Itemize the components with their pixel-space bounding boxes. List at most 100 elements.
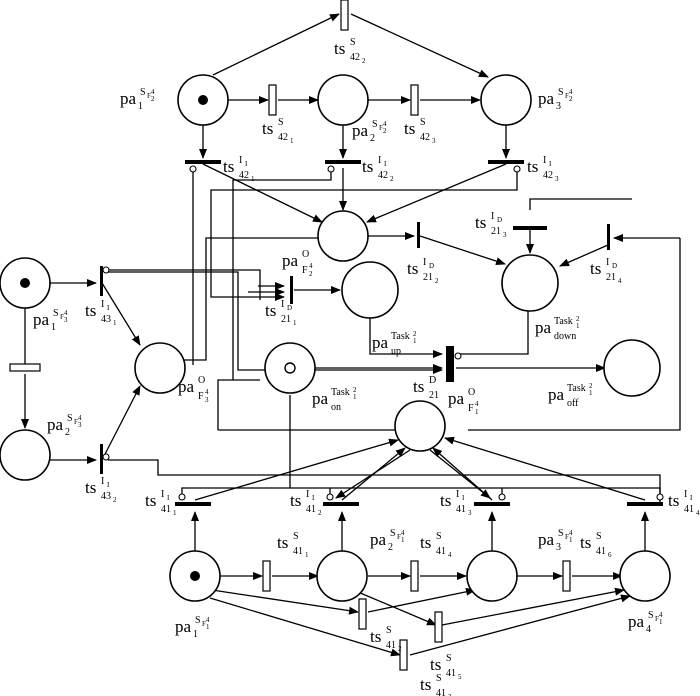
pa_up-sup-sup: 2 bbox=[413, 330, 417, 338]
transition-ts42-3S bbox=[410, 84, 419, 116]
ts21_1D-sup-sub: D bbox=[287, 304, 292, 312]
paO_F1-sub-sup: 4 bbox=[475, 400, 479, 408]
pa_up-base: pa bbox=[372, 333, 389, 352]
ts41_3S-sup: S bbox=[436, 673, 442, 684]
ts21_1D-sub: 21 bbox=[281, 314, 291, 325]
pa1_F2-sub: 1 bbox=[138, 101, 143, 112]
pa3_F2-sup-sub: F bbox=[565, 92, 569, 100]
ts21_3D-base: ts bbox=[475, 213, 486, 232]
ts21_1D-base: ts bbox=[265, 301, 276, 320]
transition-ts41-1I bbox=[175, 502, 211, 506]
pa2_F1-sub: 2 bbox=[388, 542, 393, 553]
pa1_F2-sup: S bbox=[140, 87, 146, 98]
ts41_5S-base: ts bbox=[430, 655, 441, 674]
pa_up-sub: up bbox=[391, 346, 401, 357]
pa1_F1-sup: S bbox=[195, 615, 201, 626]
place-pa4-F1 bbox=[619, 550, 671, 602]
transition-ts42-1S bbox=[268, 84, 277, 116]
pa3_F1-sup: S bbox=[558, 528, 564, 539]
ts41_4S-sub: 41 bbox=[436, 546, 446, 557]
transition-ts41-4I bbox=[627, 502, 663, 506]
pa4_F1-sup-sub2: 1 bbox=[659, 618, 663, 626]
ts21_4D-sub: 21 bbox=[606, 272, 616, 283]
ts41_2S-sup: S bbox=[386, 625, 392, 636]
pa1_F1-base: pa bbox=[175, 617, 192, 636]
pa2_F3-sup-sub2: 3 bbox=[78, 421, 82, 429]
ts42_3S-sub: 42 bbox=[420, 132, 430, 143]
place-pa3-F2 bbox=[480, 74, 532, 126]
ts43_2I-sup: I bbox=[101, 476, 104, 487]
paO_F3-sup: O bbox=[198, 375, 205, 386]
transition-ts42-2I bbox=[325, 160, 361, 164]
pa2_F1-sup-sup: 4 bbox=[401, 529, 405, 537]
ts42_1S-sub: 42 bbox=[278, 132, 288, 143]
ts21_4D-base: ts bbox=[590, 259, 601, 278]
ts21_3D-sup-sub: D bbox=[497, 216, 502, 224]
paO_F2-base: pa bbox=[282, 251, 299, 270]
transition-ts41-6S bbox=[562, 560, 571, 592]
ts41_2I-sub: 41 bbox=[306, 504, 316, 515]
ts42_1S-base: ts bbox=[262, 119, 273, 138]
ts21D-sub: 21 bbox=[429, 390, 439, 401]
pa2_F3-base: pa bbox=[47, 415, 64, 434]
ts42_2I-base: ts bbox=[362, 157, 373, 176]
ts21D-base: ts bbox=[413, 377, 424, 396]
ts43_1I-base: ts bbox=[85, 301, 96, 320]
ts41_1I-base: ts bbox=[145, 491, 156, 510]
pa_on-sup: Task bbox=[331, 387, 350, 398]
pa2_F2-sup-sup: 4 bbox=[383, 120, 387, 128]
pa_off-base: pa bbox=[548, 385, 565, 404]
hollow-token bbox=[284, 362, 296, 374]
ts41_2S-sub-sub: 2 bbox=[398, 645, 402, 653]
ts43_2I-sup-sub: I bbox=[107, 481, 110, 489]
ts41_6S-sub-sub: 6 bbox=[608, 551, 612, 559]
ts42_1S-sup: S bbox=[278, 117, 284, 128]
pa2_F2-sub: 2 bbox=[370, 133, 375, 144]
place-pa-off bbox=[603, 339, 661, 397]
ts41_1I-sub: 41 bbox=[161, 504, 171, 515]
pa2_F1-sup-sub2: 1 bbox=[401, 536, 405, 544]
place-paO-F1 bbox=[394, 400, 446, 452]
place-pa2-F1 bbox=[316, 550, 368, 602]
ts21_4D-sup-sub: D bbox=[612, 262, 617, 270]
paO_F2-sub: F bbox=[302, 265, 308, 276]
pa_down-sub: down bbox=[554, 331, 576, 342]
ts41_3I-sub-sub: 3 bbox=[468, 509, 472, 517]
places bbox=[0, 74, 671, 602]
ts41_1S-base: ts bbox=[277, 533, 288, 552]
pa_down-sup-sup: 2 bbox=[576, 315, 580, 323]
pa1_F1-sub: 1 bbox=[193, 629, 198, 640]
ts42_3I-sup: I bbox=[543, 155, 546, 166]
ts21_2D-base: ts bbox=[407, 259, 418, 278]
pa_off-sup: Task bbox=[567, 383, 586, 394]
pa1_F3-sup-sup: 4 bbox=[64, 309, 68, 317]
inhibitor-heads bbox=[102, 165, 664, 501]
paO_F3-base: pa bbox=[178, 377, 195, 396]
ts41_2I-sub-sub: 2 bbox=[318, 509, 322, 517]
pa4_F1-sup-sup: 4 bbox=[659, 611, 663, 619]
place-paO-F3 bbox=[134, 342, 186, 394]
transition-ts41-5S bbox=[434, 611, 443, 643]
transition-ts41-2S bbox=[358, 598, 367, 630]
ts41_6S-sup: S bbox=[596, 531, 602, 542]
ts41_1I-sub-sub: 1 bbox=[173, 509, 177, 517]
ts41_2I-base: ts bbox=[290, 491, 301, 510]
ts21_4D-sub-sub: 4 bbox=[618, 277, 622, 285]
ts43_2I-sub: 43 bbox=[101, 491, 111, 502]
ts42_3S-sup: S bbox=[420, 117, 426, 128]
ts41_1S-sub: 41 bbox=[293, 546, 303, 557]
paO_F1-base: pa bbox=[448, 389, 465, 408]
pa1_F1-sup-sup: 4 bbox=[206, 616, 210, 624]
ts41_4I-sup-sub: I bbox=[690, 494, 693, 502]
pa3_F2-base: pa bbox=[538, 89, 555, 108]
ts41_2S-base: ts bbox=[370, 627, 381, 646]
pa2_F3-sub: 2 bbox=[65, 427, 70, 438]
transition-ts41-2I bbox=[323, 502, 359, 506]
ts41_3I-sub: 41 bbox=[456, 504, 466, 515]
transition-ts43-1I bbox=[100, 266, 103, 296]
place-pa2-F2 bbox=[317, 74, 369, 126]
token bbox=[190, 571, 200, 581]
transition-ts-F3 bbox=[9, 363, 41, 372]
ts41_5S-sub: 41 bbox=[446, 668, 456, 679]
place-pa-down bbox=[501, 254, 559, 312]
